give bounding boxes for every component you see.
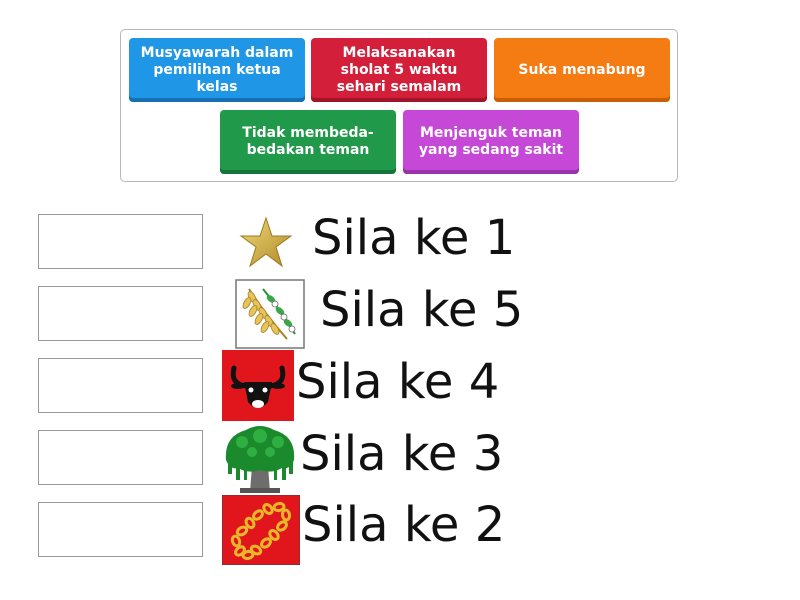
drop-zone-sila-5[interactable] bbox=[38, 286, 203, 341]
drop-zone-sila-3[interactable] bbox=[38, 430, 203, 485]
rice-cotton-icon bbox=[235, 279, 305, 349]
answer-tile-tidak-membeda[interactable]: Tidak membeda-bedakan teman bbox=[220, 110, 396, 174]
star-icon bbox=[239, 216, 293, 268]
chain-icon bbox=[222, 495, 300, 565]
answer-tile-musyawarah[interactable]: Musyawarah dalam pemilihan ketua kelas bbox=[129, 38, 305, 102]
sila-label-4: Sila ke 4 bbox=[296, 354, 500, 410]
sila-label-2: Sila ke 2 bbox=[302, 497, 506, 553]
answer-tile-tray: Musyawarah dalam pemilihan ketua kelas M… bbox=[120, 29, 678, 182]
drop-zone-sila-2[interactable] bbox=[38, 502, 203, 557]
answer-tile-menabung[interactable]: Suka menabung bbox=[494, 38, 670, 102]
answer-tile-sholat[interactable]: Melaksanakan sholat 5 waktu sehari semal… bbox=[311, 38, 487, 102]
banyan-tree-icon bbox=[225, 426, 295, 493]
sila-label-5: Sila ke 5 bbox=[320, 282, 524, 338]
bull-head-icon bbox=[222, 350, 294, 421]
answer-tile-menjenguk[interactable]: Menjenguk teman yang sedang sakit bbox=[403, 110, 579, 174]
sila-label-3: Sila ke 3 bbox=[300, 426, 504, 482]
drop-zone-sila-4[interactable] bbox=[38, 358, 203, 413]
sila-label-1: Sila ke 1 bbox=[312, 210, 516, 266]
drop-zone-sila-1[interactable] bbox=[38, 214, 203, 269]
